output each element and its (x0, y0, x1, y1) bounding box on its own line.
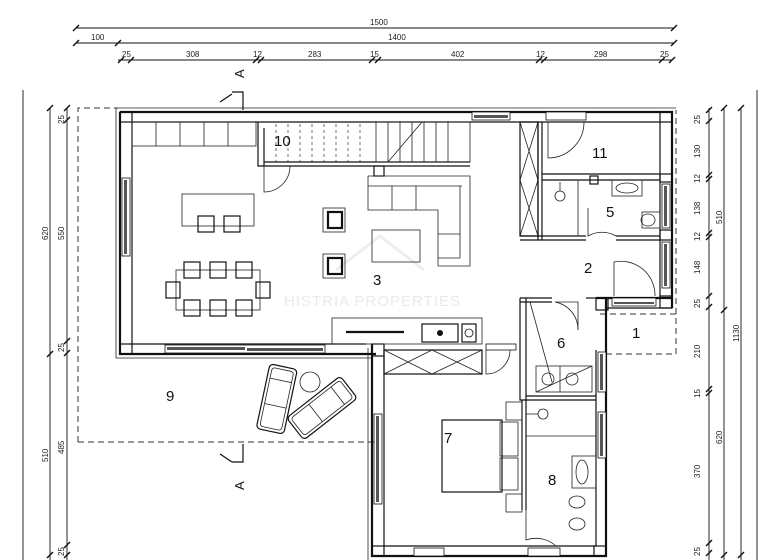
section-label-bottom: A (232, 481, 247, 490)
dim-right-130: 130 (693, 144, 702, 158)
room-label-7: 7 (444, 430, 452, 447)
furniture (165, 175, 661, 531)
dim-right-210: 210 (693, 344, 702, 358)
room-label-5: 5 (606, 204, 614, 221)
room-label-6: 6 (557, 335, 565, 352)
dim-right-620: 620 (715, 430, 724, 444)
dim-seg-4: 283 (308, 50, 322, 59)
dim-seg-2: 308 (186, 50, 200, 59)
dim-seg-8: 298 (594, 50, 608, 59)
dim-top-100: 100 (91, 33, 105, 42)
room-label-10: 10 (274, 133, 291, 150)
dim-seg-5: 15 (370, 50, 379, 59)
sun-lounger (256, 363, 298, 435)
kitchen-island (181, 193, 255, 227)
sofa (368, 175, 471, 267)
sun-lounger (287, 377, 357, 439)
dim-left-620: 620 (41, 226, 50, 240)
dim-left-25a: 25 (57, 115, 66, 124)
armchair (322, 207, 346, 233)
dim-left-550: 550 (57, 226, 66, 240)
room-label-8: 8 (548, 472, 556, 489)
dim-right-12b: 12 (693, 232, 702, 241)
section-marker-bottom: A (219, 444, 247, 490)
dim-top-1400: 1400 (388, 33, 406, 42)
windows (121, 111, 671, 557)
exterior-walls (115, 107, 676, 560)
dim-left-25b: 25 (57, 343, 66, 352)
dim-seg-3: 12 (253, 50, 262, 59)
room-label-2: 2 (584, 260, 592, 277)
section-marker-top: A (219, 69, 247, 110)
dining-table (175, 269, 261, 311)
dim-right-25a: 25 (693, 115, 702, 124)
dim-seg-6: 402 (451, 50, 465, 59)
dim-right-148: 148 (693, 260, 702, 274)
room-labels: 1 2 3 5 6 7 8 9 10 11 (166, 133, 640, 489)
dim-right-138: 138 (693, 201, 702, 215)
dim-left-510: 510 (41, 448, 50, 462)
side-table (299, 371, 321, 393)
armchair (322, 253, 346, 279)
section-label-top: A (232, 69, 247, 78)
entrance-outline (600, 313, 677, 355)
watermark: HISTRIA PROPERTIES (284, 234, 461, 310)
left-dimensions: 620 510 25 550 25 485 25 (22, 90, 71, 560)
dim-right-15: 15 (693, 389, 702, 398)
room-label-1: 1 (632, 325, 640, 342)
dim-seg-7: 12 (536, 50, 545, 59)
dim-right-1130: 1130 (732, 324, 741, 342)
room-label-3: 3 (373, 272, 381, 289)
interior-walls (257, 121, 673, 510)
dim-seg-1: 25 (122, 50, 131, 59)
dim-right-25c: 25 (693, 547, 702, 556)
top-dimensions: 1500 100 1400 25 308 12 283 15 402 12 29… (72, 18, 678, 64)
terrace-outline (77, 107, 118, 442)
doors (263, 121, 656, 547)
dim-right-12a: 12 (693, 174, 702, 183)
dim-left-485: 485 (57, 440, 66, 454)
dim-overall-width: 1500 (370, 18, 388, 27)
coffee-table (371, 229, 421, 263)
room-label-11: 11 (592, 145, 608, 162)
dim-seg-9: 25 (660, 50, 669, 59)
dim-left-25c: 25 (57, 547, 66, 556)
watermark-text: HISTRIA PROPERTIES (284, 293, 461, 310)
staircase (131, 121, 471, 177)
dim-right-25b: 25 (693, 299, 702, 308)
room-label-9: 9 (166, 388, 174, 405)
right-dimensions: 25 130 12 138 12 148 25 210 15 370 25 51… (693, 90, 758, 560)
dim-right-370: 370 (693, 464, 702, 478)
dim-right-510: 510 (715, 210, 724, 224)
